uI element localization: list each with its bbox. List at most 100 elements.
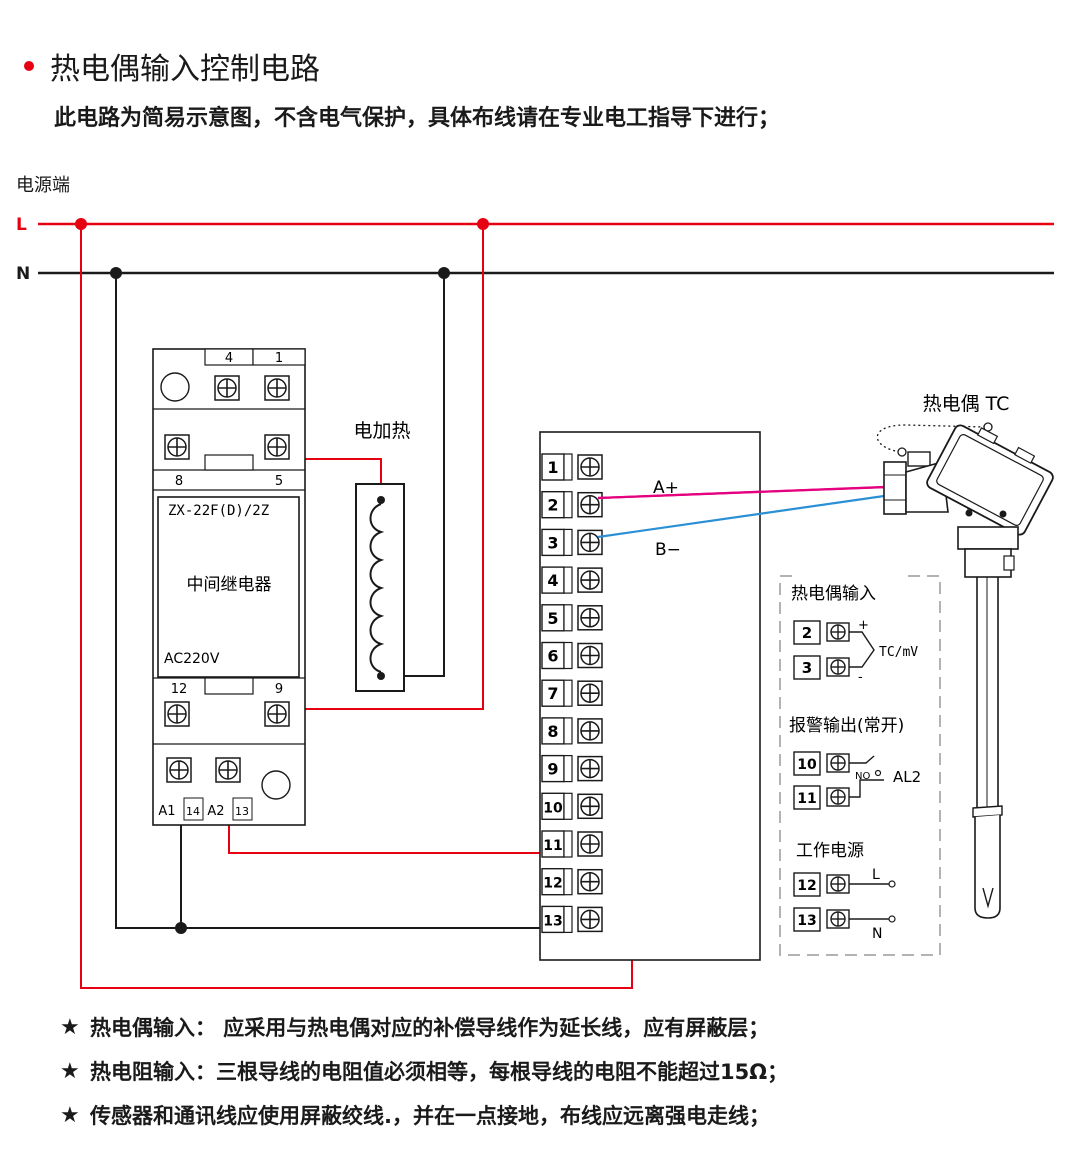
controller-terminal-label: 6 xyxy=(547,647,558,666)
terminal-screw-icon xyxy=(577,868,603,895)
controller-terminal-12: 12 xyxy=(541,868,603,896)
legend-alarm-no: NO xyxy=(855,771,870,782)
electric-heater: 电加热 xyxy=(353,420,411,692)
relay-terminal-a1 xyxy=(166,757,192,783)
terminal-legend: 热电偶输入 2 3 + - TC/mV 报警输出(常开) 10 11 NO AL… xyxy=(779,575,941,956)
relay-label-13: 13 xyxy=(235,805,249,818)
relay-terminal-4 xyxy=(214,375,240,401)
terminal-screw-icon xyxy=(577,831,603,857)
terminal-screw-icon xyxy=(577,642,603,669)
relay-name: 中间继电器 xyxy=(187,575,272,595)
relay-voltage: AC220V xyxy=(164,651,220,667)
terminal-screw-icon xyxy=(577,718,603,744)
legend-alarm-title: 报警输出(常开) xyxy=(789,716,904,736)
legend-tc-minus: - xyxy=(858,670,863,685)
controller-terminal-label: 7 xyxy=(547,684,558,703)
relay-label-a1: A1 xyxy=(158,804,175,819)
legend-power-t13: 13 xyxy=(797,913,816,929)
relay-terminal-a2 xyxy=(215,757,241,783)
terminal-screw-icon xyxy=(577,906,603,933)
note-text: 热电阻输入：三根导线的电阻值必须相等，每根导线的电阻不能超过15Ω； xyxy=(90,1060,789,1084)
relay-label-9: 9 xyxy=(275,682,283,697)
legend-tc-t2: 2 xyxy=(802,624,812,642)
note-text: 传感器和通讯线应使用屏蔽绞线.，并在一点接地，布线应远离强电走线； xyxy=(90,1104,770,1128)
relay-label-a2: A2 xyxy=(207,804,224,819)
controller-terminal-13: 13 xyxy=(541,905,603,934)
controller-terminal-6: 6 xyxy=(541,641,603,670)
legend-tc-signal: TC/mV xyxy=(879,645,918,660)
relay-label-4: 4 xyxy=(225,351,233,366)
star-icon: ★ xyxy=(60,1014,80,1040)
terminal-screw-icon xyxy=(577,755,603,782)
controller-terminal-4: 4 xyxy=(541,566,603,594)
terminal-screw-icon xyxy=(577,793,603,820)
relay-label-8: 8 xyxy=(175,474,183,489)
controller-terminal-label: 8 xyxy=(547,722,558,741)
tc-symbol-icon xyxy=(849,631,875,668)
relay-terminal-12 xyxy=(164,701,190,727)
controller-terminal-label: 13 xyxy=(543,913,562,929)
note-item: ★ 热电偶输入： 应采用与热电偶对应的补偿导线作为延长线，应有屏蔽层； xyxy=(60,1012,788,1042)
power-source-label: 电源端 xyxy=(16,175,70,196)
note-text: 热电偶输入： 应采用与热电偶对应的补偿导线作为延长线，应有屏蔽层； xyxy=(90,1016,770,1040)
live-line-label: L xyxy=(16,215,27,235)
legend-alarm-t10: 10 xyxy=(797,757,817,773)
terminal-screw-icon xyxy=(577,491,603,518)
controller-terminal-label: 9 xyxy=(547,760,558,779)
legend-power-n: N xyxy=(872,926,882,942)
page-subtitle: 此电路为简易示意图，不含电气保护，具体布线请在专业电工指导下进行； xyxy=(54,106,781,131)
controller-terminal-label: 10 xyxy=(543,800,563,816)
note-item: ★ 热电阻输入：三根导线的电阻值必须相等，每根导线的电阻不能超过15Ω； xyxy=(60,1056,788,1086)
controller-terminal-label: 2 xyxy=(547,496,558,515)
controller-terminal-1: 1 xyxy=(541,453,603,481)
legend-tc-title: 热电偶输入 xyxy=(791,584,876,604)
bullet-dot-icon xyxy=(24,61,34,71)
controller-terminal-3: 3 xyxy=(541,528,603,557)
a-plus-label: A+ xyxy=(653,478,679,498)
controller-terminal-11: 11 xyxy=(541,830,603,858)
terminal-screw-icon xyxy=(577,567,603,593)
thermocouple-label: 热电偶 TC xyxy=(923,393,1010,415)
controller-terminal-label: 3 xyxy=(547,533,558,552)
relay-mount-hole-icon xyxy=(261,770,291,800)
relay-label-12: 12 xyxy=(171,682,188,697)
relay-terminal-5 xyxy=(264,434,290,460)
controller-terminal-label: 4 xyxy=(547,571,558,590)
page-title: 热电偶输入控制电路 xyxy=(50,52,320,87)
thermocouple-probe: 热电偶 TC xyxy=(876,393,1054,919)
legend-alarm-signal: AL2 xyxy=(893,768,921,786)
relay-terminal-9 xyxy=(264,701,290,727)
intermediate-relay: 4 1 8 5 12 9 A1 14 A2 13 ZX-22F(D)/2Z 中间… xyxy=(152,348,306,826)
controller-terminal-8: 8 xyxy=(541,717,603,745)
relay-label-5: 5 xyxy=(275,474,283,489)
legend-tc-t3: 3 xyxy=(802,659,812,677)
relay-terminal-8 xyxy=(164,434,190,460)
neutral-line-label: N xyxy=(16,264,30,284)
b-minus-label: B− xyxy=(655,540,681,560)
controller-terminal-label: 12 xyxy=(543,876,562,892)
controller-terminal-label: 5 xyxy=(547,609,558,628)
relay-model: ZX-22F(D)/2Z xyxy=(168,503,269,519)
controller-terminal-2: 2 xyxy=(541,491,603,519)
relay-label-14: 14 xyxy=(186,805,200,818)
legend-power-l: L xyxy=(872,867,880,883)
controller-terminal-7: 7 xyxy=(541,679,603,707)
star-icon: ★ xyxy=(60,1102,80,1128)
controller-terminal-5: 5 xyxy=(541,604,603,632)
section-heading: 热电偶输入控制电路 xyxy=(24,46,320,87)
controller-terminal-label: 1 xyxy=(547,458,558,477)
terminal-screw-icon xyxy=(577,529,603,556)
controller-terminal-9: 9 xyxy=(541,754,603,783)
legend-power-t12: 12 xyxy=(797,878,816,894)
heater-label: 电加热 xyxy=(353,420,410,442)
heater-coil-icon xyxy=(369,503,385,673)
notes-list: ★ 热电偶输入： 应采用与热电偶对应的补偿导线作为延长线，应有屏蔽层； ★ 热电… xyxy=(60,1012,788,1144)
controller-terminal-10: 10 xyxy=(541,792,603,820)
legend-power-title: 工作电源 xyxy=(796,841,864,861)
relay-terminal-1 xyxy=(264,375,290,401)
controller-terminal-label: 11 xyxy=(543,838,562,854)
star-icon: ★ xyxy=(60,1058,80,1084)
legend-tc-plus: + xyxy=(858,618,869,633)
